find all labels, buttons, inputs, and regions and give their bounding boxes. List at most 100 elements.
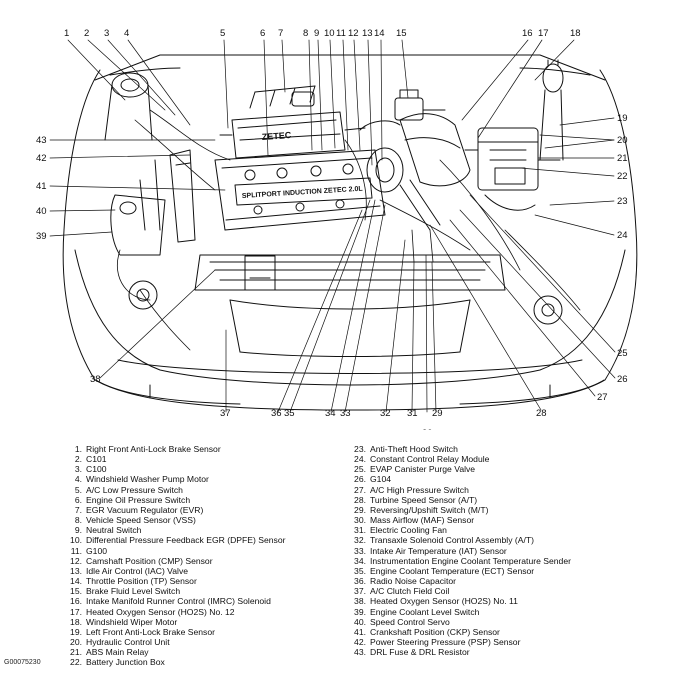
callout-number: 27 <box>597 392 608 403</box>
legend-item-label: Engine Coolant Level Switch <box>370 606 480 617</box>
callout-number: 10 <box>324 28 335 39</box>
callout-number: 13 <box>362 28 373 39</box>
legend-item-label: Engine Oil Pressure Switch <box>86 494 191 505</box>
callout-number: 42 <box>36 153 47 164</box>
legend-item-label: Camshaft Position (CMP) Sensor <box>86 555 213 566</box>
legend-item: 41. Crankshaft Position (CKP) Sensor <box>346 627 571 637</box>
legend-item: 35.Engine Coolant Temperature (ECT) Sens… <box>346 566 571 576</box>
legend-item-number: 12. <box>70 555 82 566</box>
legend-item: 34. Instrumentation Engine Coolant Temper… <box>346 556 571 566</box>
legend-item-label: Electric Cooling Fan <box>370 525 447 536</box>
brake-master-cylinder <box>394 89 446 121</box>
wiring-harness <box>117 109 581 351</box>
legend-item-label: Hydraulic Control Unit <box>86 636 170 647</box>
legend-item-number: 8. <box>74 515 82 526</box>
legend-item: 7.EGR Vacuum Regulator (EVR) <box>62 505 285 515</box>
callout-number: 40 <box>36 206 47 217</box>
legend-item: 12. Camshaft Position (CMP) Sensor <box>62 556 285 566</box>
legend-item-number: 36. <box>354 576 366 587</box>
legend-item: 16.Intake Manifold Runner Control (IMRC)… <box>62 596 285 606</box>
callout-number: 31 <box>407 408 418 419</box>
legend-item-label: Idle Air Control (IAC) Valve <box>86 565 189 576</box>
callout-number: 23 <box>617 196 628 207</box>
legend-item-label: Neutral Switch <box>86 525 142 536</box>
legend-item: 31.Electric Cooling Fan <box>346 525 571 535</box>
legend-item-label: Heated Oxygen Sensor (HO2S) No. 12 <box>86 606 235 617</box>
legend-item-label: DRL Fuse & DRL Resistor <box>370 647 470 658</box>
legend-item-number: 14. <box>70 576 82 587</box>
legend-item-number: 32. <box>354 535 366 546</box>
callout-number: 12 <box>348 28 359 39</box>
legend-item-number: 4. <box>74 474 82 485</box>
legend-item-label: Battery Junction Box <box>86 657 165 668</box>
front-wheel-left <box>128 280 158 310</box>
vehicle-body-outline <box>62 54 638 411</box>
callout-number: 2 <box>84 28 89 39</box>
legend-item-number: 30. <box>354 515 366 526</box>
legend-item: 36.Radio Noise Capacitor <box>346 576 571 586</box>
legend-item-number: 15. <box>70 586 82 597</box>
washer-reservoir <box>110 159 166 256</box>
legend-item: 42.Power Steering Pressure (PSP) Sensor <box>346 637 571 647</box>
legend-item-label: Windshield Washer Pump Motor <box>86 474 209 485</box>
legend-item-label: Engine Coolant Temperature (ECT) Sensor <box>370 565 535 576</box>
callout-number: 8 <box>303 28 308 39</box>
legend-item-label: Vehicle Speed Sensor (VSS) <box>86 515 196 526</box>
callout-number: 26 <box>617 374 628 385</box>
legend-item: 39.Engine Coolant Level Switch <box>346 607 571 617</box>
callout-number: 7 <box>278 28 283 39</box>
callout-number: 25 <box>617 348 628 359</box>
legend-item: 10. Differential Pressure Feedback EGR (D… <box>62 535 285 545</box>
cam-cover-text: ZETEC <box>261 130 292 142</box>
callout-number: 6 <box>260 28 265 39</box>
legend-item: 30. Mass Airflow (MAF) Sensor <box>346 515 571 525</box>
legend-item: 17.Heated Oxygen Sensor (HO2S) No. 12 <box>62 607 285 617</box>
callout-number: 22 <box>617 171 628 182</box>
legend-item: 3.C100 <box>62 464 285 474</box>
legend-item-number: 41. <box>354 626 366 637</box>
callout-number: 36 <box>271 408 282 419</box>
legend-item-label: Mass Airflow (MAF) Sensor <box>370 515 475 526</box>
legend-item-number: 10. <box>70 535 82 546</box>
legend-item-label: Crankshaft Position (CKP) Sensor <box>370 626 500 637</box>
callout-number: 19 <box>617 113 628 124</box>
legend-item-label: EVAP Canister Purge Valve <box>370 464 476 475</box>
legend-item-label: G104 <box>370 474 392 485</box>
legend-item-number: 24. <box>354 454 366 465</box>
legend-item: 38.Heated Oxygen Sensor (HO2S) No. 11 <box>346 596 571 606</box>
callout-number: 16 <box>522 28 533 39</box>
legend-item: 23.Anti-Theft Hood Switch <box>346 444 571 454</box>
legend-item-number: 43. <box>354 647 366 658</box>
legend-item: 13.Idle Air Control (IAC) Valve <box>62 566 285 576</box>
legend-item-label: Instrumentation Engine Coolant Temperatu… <box>370 555 571 566</box>
legend-item-number: 37. <box>354 586 366 597</box>
legend-item-number: 7. <box>74 504 82 515</box>
callout-number: 20 <box>617 135 628 146</box>
legend-item: 2.C101 <box>62 454 285 464</box>
legend-item: 14.Throttle Position (TP) Sensor <box>62 576 285 586</box>
legend-item-number: 42. <box>354 636 366 647</box>
legend-item-label: C100 <box>86 464 107 475</box>
legend-item-number: 16. <box>70 596 82 607</box>
legend-item-label: Differential Pressure Feedback EGR (DPFE… <box>86 535 286 546</box>
legend-item-number: 25. <box>354 464 366 475</box>
strut-tower-left <box>104 72 153 141</box>
callout-number: 38 <box>90 374 101 385</box>
callout-number: 37 <box>220 408 231 419</box>
legend-item: 26.G104 <box>346 474 571 484</box>
legend-item: 20. Hydraulic Control Unit <box>62 637 285 647</box>
legend-item-label: C101 <box>86 454 107 465</box>
legend-item-label: Left Front Anti-Lock Brake Sensor <box>86 626 215 637</box>
legend-item-number: 20. <box>70 636 82 647</box>
legend-item-number: 1. <box>74 444 82 454</box>
legend-item: 19.Left Front Anti-Lock Brake Sensor <box>62 627 285 637</box>
callout-number: 24 <box>617 230 628 241</box>
legend-item-label: Transaxle Solenoid Control Assembly (A/T… <box>370 535 534 546</box>
legend-item-number: 22. <box>70 657 82 668</box>
legend-item-number: 21. <box>70 647 82 658</box>
legend-item-number: 34. <box>354 555 366 566</box>
legend-item-number: 6. <box>74 494 82 505</box>
callout-number: 15 <box>396 28 407 39</box>
callout-number: 11 <box>336 28 346 39</box>
